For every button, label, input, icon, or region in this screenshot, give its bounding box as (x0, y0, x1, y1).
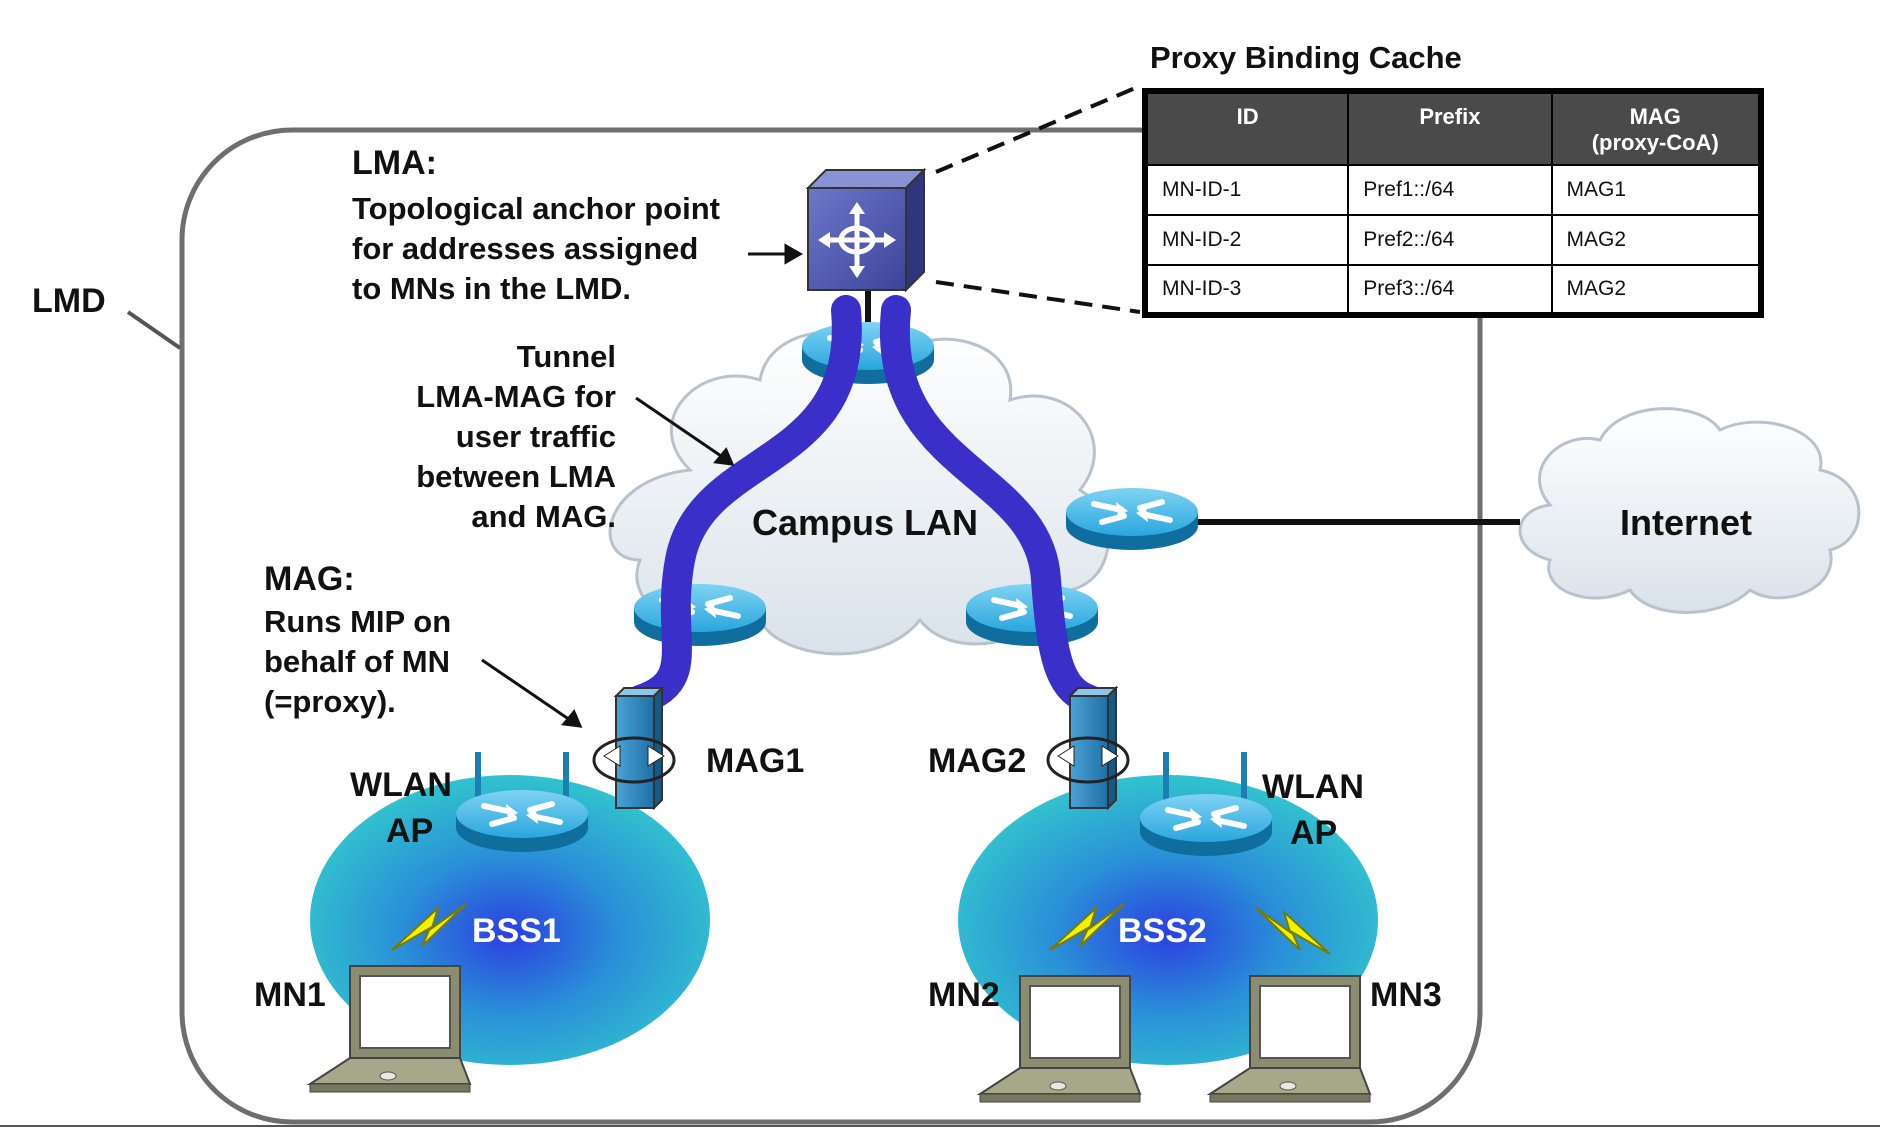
wlan-ap-left-line-1: WLAN (350, 766, 452, 804)
tunnel-line-3: user traffic (456, 419, 616, 454)
tunnel-lma-mag1 (625, 295, 862, 715)
internet-label: Internet (1620, 502, 1752, 543)
proxy-binding-cache-title: Proxy Binding Cache (1150, 40, 1462, 75)
lma-desc-line-2: for addresses assigned (352, 231, 698, 266)
tunnel-arrow (635, 396, 725, 460)
mag1-device (592, 685, 676, 811)
cache-cell-mag: MAG2 (1550, 214, 1763, 266)
internet-cloud: Internet (1518, 407, 1861, 614)
cache-pointer-bottom (935, 280, 1141, 314)
cache-cell-id: MN-ID-1 (1143, 164, 1350, 216)
cache-header-id: ID (1143, 90, 1350, 166)
tunnel-line-5: and MAG. (471, 499, 616, 534)
mn1-label: MN1 (254, 976, 326, 1014)
cache-cell-prefix: Pref2::/64 (1347, 214, 1553, 266)
lma-desc-line-3: to MNs in the LMD. (352, 271, 631, 306)
wlan-ap-left-line-2: AP (386, 812, 433, 850)
lmd-pointer-line (126, 310, 182, 350)
mag-desc-line-3: (=proxy). (264, 684, 396, 719)
tunnel-line-1: Tunnel (517, 339, 616, 374)
table-row: MN-ID-3 Pref3::/64 MAG2 (1143, 264, 1763, 316)
bss1-label: BSS1 (472, 912, 561, 950)
bottom-separator (0, 1125, 1880, 1127)
lma-desc-line-1: Topological anchor point (352, 191, 720, 226)
lightning-bss2-right (1255, 907, 1331, 955)
cache-header-row: ID Prefix MAG (proxy-CoA) (1143, 90, 1763, 166)
mn2-label: MN2 (928, 976, 1000, 1014)
cache-header-prefix: Prefix (1347, 90, 1553, 166)
wlan-ap-right (1140, 752, 1272, 856)
cache-pointer-top (935, 84, 1141, 174)
tunnel-line-2: LMA-MAG for (416, 379, 616, 414)
mag-desc-line-2: behalf of MN (264, 644, 450, 679)
lmd-label: LMD (32, 282, 106, 320)
tunnel-lma-mag2 (879, 295, 1105, 715)
router-right-lower (966, 584, 1098, 646)
lma-title: LMA: (352, 144, 437, 182)
mag-arrow (481, 658, 571, 722)
router-left (634, 584, 766, 646)
router-right (1066, 488, 1198, 550)
cache-cell-id: MN-ID-3 (1143, 264, 1350, 316)
wlan-ap-right-line-2: AP (1290, 814, 1337, 852)
table-row: MN-ID-1 Pref1::/64 MAG1 (1143, 164, 1763, 216)
mag2-label: MAG2 (928, 742, 1026, 780)
cache-cell-mag: MAG1 (1550, 164, 1763, 216)
proxy-binding-cache-table: ID Prefix MAG (proxy-CoA) MN-ID-1 Pref1:… (1142, 88, 1764, 318)
lma-device (805, 167, 927, 293)
mag2-device (1046, 685, 1130, 811)
mag-title: MAG: (264, 560, 355, 598)
table-row: MN-ID-2 Pref2::/64 MAG2 (1143, 214, 1763, 266)
lmd-boundary (179, 127, 1483, 1125)
cache-cell-mag: MAG2 (1550, 264, 1763, 316)
mag1-label: MAG1 (706, 742, 804, 780)
cache-header-mag: MAG (proxy-CoA) (1550, 90, 1763, 166)
campus-lan-cloud: Campus LAN (608, 330, 1110, 656)
mag-desc-line-1: Runs MIP on (264, 604, 451, 639)
cache-cell-prefix: Pref1::/64 (1347, 164, 1553, 216)
wlan-ap-right-line-1: WLAN (1262, 768, 1364, 806)
campus-lan-label: Campus LAN (752, 502, 978, 543)
bss2-label: BSS2 (1118, 912, 1207, 950)
tunnel-line-4: between LMA (416, 459, 616, 494)
wlan-ap-left (456, 752, 588, 852)
mn3-label: MN3 (1370, 976, 1442, 1014)
cache-cell-prefix: Pref3::/64 (1347, 264, 1553, 316)
cache-cell-id: MN-ID-2 (1143, 214, 1350, 266)
